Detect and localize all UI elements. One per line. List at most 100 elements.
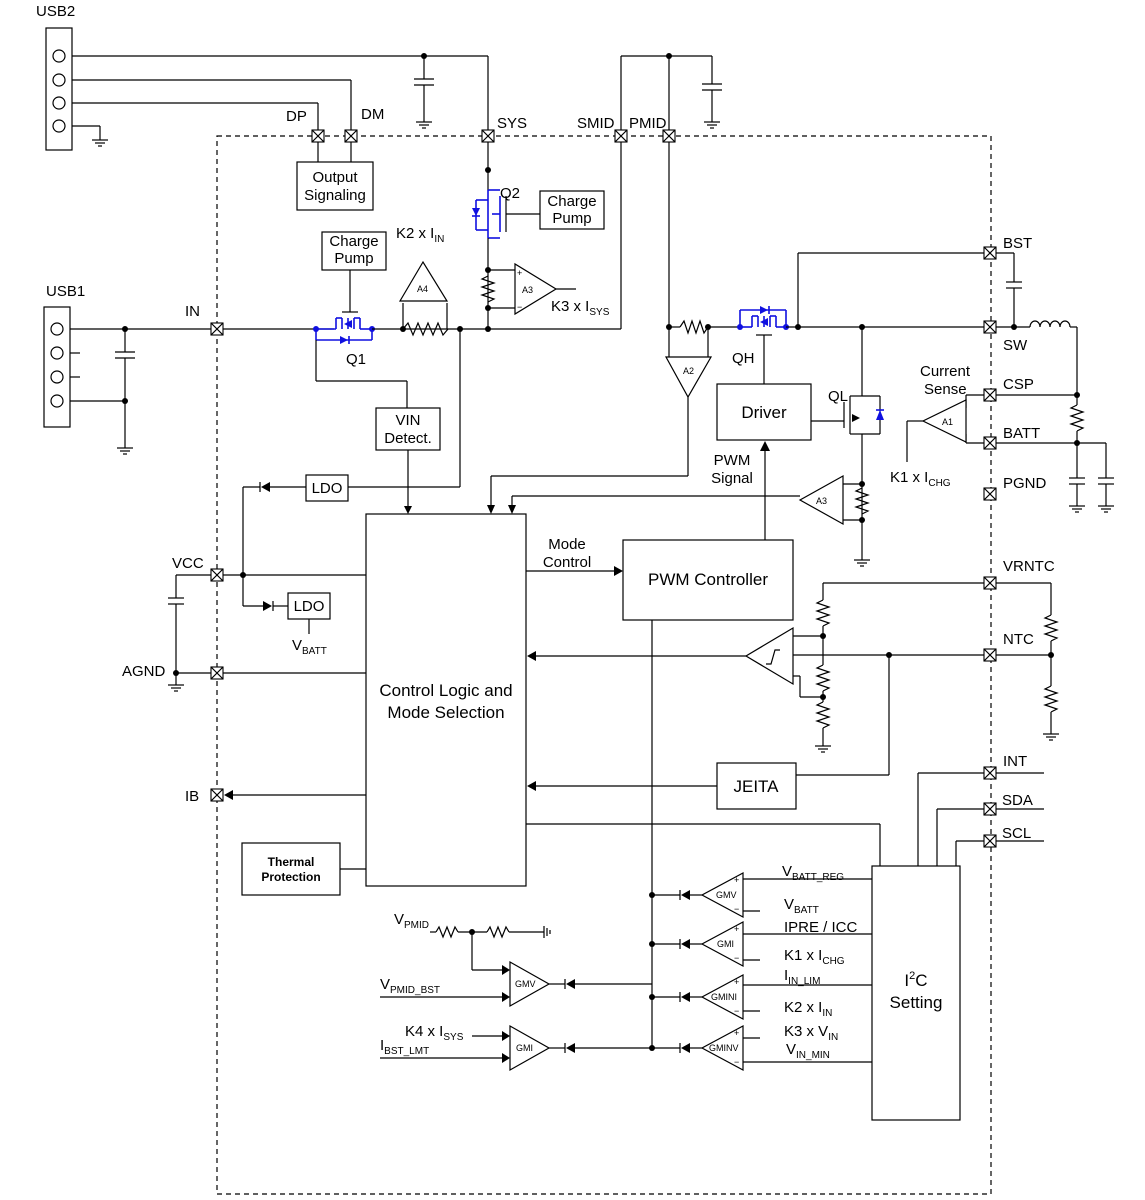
- qh-label: QH: [732, 350, 755, 367]
- amp-gminv: GMINV + −: [700, 1024, 744, 1072]
- i2c-line2: Setting: [890, 993, 943, 1012]
- output-signaling-line2: Signaling: [304, 187, 366, 204]
- pin-vcc-label: VCC: [172, 555, 204, 572]
- v-pmid-bst-label: VPMID_BST: [380, 976, 440, 996]
- pin-batt-label: BATT: [1003, 425, 1040, 442]
- i2c-setting-block: [871, 865, 961, 1121]
- svg-text:+: +: [517, 268, 522, 278]
- control-logic-line1: Control Logic and: [379, 681, 512, 700]
- svg-text:+: +: [734, 924, 739, 934]
- charge-pump-q2-line2: Pump: [552, 210, 591, 227]
- pin-dm: [344, 129, 358, 143]
- ldo-top-block: [305, 474, 349, 502]
- pin-vrntc-label: VRNTC: [1003, 558, 1055, 575]
- ql-mosfet: [811, 395, 884, 435]
- amp-a2: [664, 356, 713, 399]
- pin-vcc: [210, 568, 224, 582]
- vin-detect-line1: VIN: [395, 412, 420, 429]
- svg-text:+: +: [734, 1028, 739, 1038]
- driver-block: [716, 383, 812, 441]
- amp-a1-label: A1: [942, 417, 953, 427]
- output-signaling-block: [296, 161, 374, 211]
- charge-pump-q2-line1: Charge: [547, 193, 596, 210]
- amp-gmi-boost: GMI: [509, 1024, 551, 1072]
- jeita-label: JEITA: [733, 777, 779, 796]
- pwm-controller-block: [622, 539, 794, 621]
- pin-bst: [983, 246, 997, 260]
- mode-control-line2: Control: [543, 554, 591, 571]
- svg-text:−: −: [734, 1057, 739, 1067]
- q2-mosfet: [472, 189, 540, 239]
- pin-scl: [983, 834, 997, 848]
- pin-smid: [614, 129, 628, 143]
- pwm-signal-line2: Signal: [711, 470, 753, 487]
- q1-label: Q1: [346, 351, 366, 368]
- vbatt-reg-label: VBATT_REG: [782, 863, 844, 883]
- amp-a3-sys: [514, 262, 558, 316]
- pin-ntc-label: NTC: [1003, 631, 1034, 648]
- thermal-line2: Protection: [261, 870, 320, 884]
- jeita-block: [716, 762, 797, 810]
- pin-dm-label: DM: [361, 106, 384, 123]
- pwm-controller-label: PWM Controller: [648, 570, 768, 589]
- inductor: [1029, 320, 1071, 328]
- pmid-wires: [620, 53, 722, 130]
- pin-in: [210, 322, 224, 336]
- ql-label: QL: [828, 388, 848, 405]
- svg-text:−: −: [734, 953, 739, 963]
- pin-agnd: [210, 666, 224, 680]
- amp-a4: [398, 260, 449, 302]
- usb1-connector: [43, 306, 71, 428]
- ldo-top-label: LDO: [312, 480, 343, 497]
- pin-csp-label: CSP: [1003, 376, 1034, 393]
- pin-pmid: [662, 129, 676, 143]
- pin-csp: [983, 388, 997, 402]
- charge-pump-q1-line1: Charge: [329, 233, 378, 250]
- usb2-wires: [72, 55, 489, 147]
- k2-iin-label: K2 x IIN: [396, 225, 444, 245]
- k1-ichg2-label: K1 x ICHG: [784, 947, 845, 967]
- amp-gmv-boost: GMV: [509, 960, 551, 1008]
- pin-ntc: [983, 648, 997, 662]
- mode-control-line1: Mode: [548, 536, 586, 553]
- pin-in-label: IN: [185, 303, 200, 320]
- chip-boundary: [216, 135, 992, 1195]
- thermal-line1: Thermal: [268, 855, 315, 869]
- pin-dp-label: DP: [286, 108, 307, 125]
- usb2-connector: [45, 27, 73, 151]
- svg-text:−: −: [734, 1006, 739, 1016]
- pin-ib: [210, 788, 224, 802]
- pin-batt: [983, 436, 997, 450]
- k3-vin-label: K3 x VIN: [784, 1023, 838, 1043]
- amp-a4-label: A4: [417, 284, 428, 294]
- pin-sda: [983, 802, 997, 816]
- amp-a3-ql: [798, 474, 844, 526]
- pin-smid-label: SMID: [577, 115, 615, 132]
- pin-sys: [481, 129, 495, 143]
- driver-label: Driver: [741, 403, 787, 422]
- amp-a3-sys-label: A3: [522, 285, 533, 295]
- output-signaling-line1: Output: [312, 169, 358, 186]
- amp-gmini: GMINI +−: [700, 973, 744, 1021]
- i2c-label: I2C: [904, 970, 927, 990]
- svg-text:GMINV: GMINV: [709, 1043, 739, 1053]
- svg-text:GMV: GMV: [716, 890, 737, 900]
- amp-a1: [921, 399, 967, 443]
- svg-text:−: −: [734, 904, 739, 914]
- amp-gmv: GMV + −: [700, 871, 744, 919]
- ntc-comparator: [744, 626, 794, 686]
- vin-detect-block: [375, 407, 441, 451]
- pin-pgnd-label: PGND: [1003, 475, 1047, 492]
- svg-text:+: +: [734, 875, 739, 885]
- ldo-vbatt-block: [287, 592, 331, 620]
- pin-ib-label: IB: [185, 788, 199, 805]
- iin-lim-label: IIN_LIM: [784, 967, 820, 987]
- usb1-wires: [70, 326, 211, 455]
- k2-iin2-label: K2 x IIN: [784, 999, 832, 1019]
- ldo-vbatt-label: LDO: [294, 598, 325, 615]
- control-logic-block: [365, 513, 527, 887]
- pin-vrntc: [983, 576, 997, 590]
- vin-detect-line2: Detect.: [384, 430, 432, 447]
- current-sense-line1: Current: [920, 363, 971, 380]
